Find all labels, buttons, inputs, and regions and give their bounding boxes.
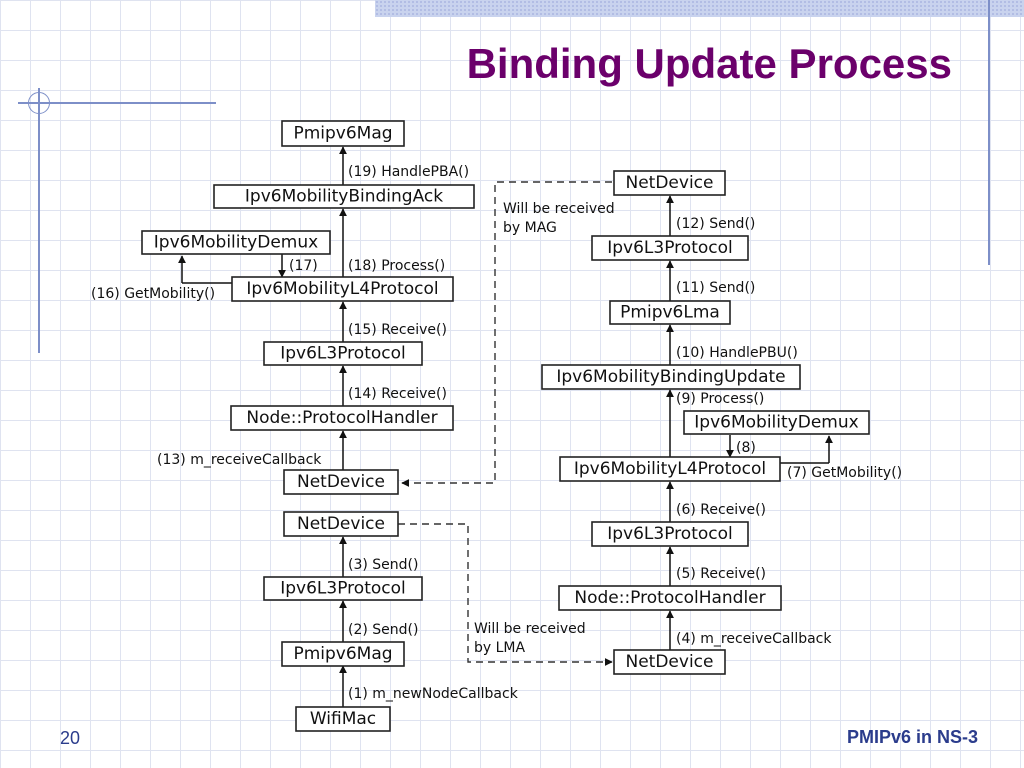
label-step-12: (12) Send() bbox=[676, 216, 755, 232]
decor-line-left-vertical bbox=[38, 88, 40, 353]
svg-text:NetDevice: NetDevice bbox=[626, 173, 714, 193]
box-mag-l3-bottom: Ipv6L3Protocol bbox=[263, 576, 423, 601]
decor-line-right-vertical bbox=[988, 0, 990, 265]
box-mag-pmipv6mag-top: Pmipv6Mag bbox=[281, 120, 405, 147]
label-step-6: (6) Receive() bbox=[676, 502, 766, 518]
svg-text:Node::ProtocolHandler: Node::ProtocolHandler bbox=[246, 408, 437, 428]
label-step-13: (13) m_receiveCallback bbox=[157, 452, 322, 468]
label-step-1: (1) m_newNodeCallback bbox=[348, 686, 519, 702]
svg-text:Pmipv6Mag: Pmipv6Mag bbox=[293, 644, 392, 664]
box-mag-l3-top: Ipv6L3Protocol bbox=[263, 341, 423, 366]
label-step-16: (16) GetMobility() bbox=[91, 286, 215, 302]
svg-text:Ipv6MobilityDemux: Ipv6MobilityDemux bbox=[694, 413, 858, 433]
decor-circle bbox=[28, 92, 50, 114]
box-mag-wifimac: WifiMac bbox=[295, 706, 391, 732]
lma-connectors bbox=[666, 195, 833, 650]
box-lma-binding-update: Ipv6MobilityBindingUpdate bbox=[541, 364, 801, 390]
label-step-3: (3) Send() bbox=[348, 557, 418, 573]
svg-text:Ipv6L3Protocol: Ipv6L3Protocol bbox=[280, 579, 405, 599]
box-lma-netdevice-recv: NetDevice bbox=[613, 649, 726, 675]
slide-title: Binding Update Process bbox=[466, 40, 952, 87]
note-mag-line-2: by MAG bbox=[503, 220, 557, 236]
svg-text:Node::ProtocolHandler: Node::ProtocolHandler bbox=[574, 588, 765, 608]
label-step-2: (2) Send() bbox=[348, 622, 418, 638]
footer-text: PMIPv6 in NS-3 bbox=[846, 727, 978, 747]
box-mag-l4-protocol: Ipv6MobilityL4Protocol bbox=[231, 276, 454, 302]
box-mag-binding-ack: Ipv6MobilityBindingAck bbox=[213, 184, 475, 209]
note-lma-line-2: by LMA bbox=[474, 640, 526, 656]
svg-text:Ipv6MobilityDemux: Ipv6MobilityDemux bbox=[154, 233, 318, 253]
box-mag-protocol-handler: Node::ProtocolHandler bbox=[230, 405, 454, 431]
dashed-links bbox=[398, 181, 613, 666]
box-lma-protocol-handler: Node::ProtocolHandler bbox=[558, 585, 782, 611]
label-step-19: (19) HandlePBA() bbox=[348, 164, 469, 180]
svg-text:WifiMac: WifiMac bbox=[310, 709, 376, 729]
svg-text:Ipv6L3Protocol: Ipv6L3Protocol bbox=[280, 344, 405, 364]
label-step-7: (7) GetMobility() bbox=[787, 465, 902, 481]
box-lma-l4-protocol: Ipv6MobilityL4Protocol bbox=[559, 456, 781, 482]
label-step-15: (15) Receive() bbox=[348, 322, 447, 338]
box-lma-netdevice-send: NetDevice bbox=[613, 170, 726, 196]
svg-text:NetDevice: NetDevice bbox=[626, 652, 714, 672]
label-step-18: (18) Process() bbox=[348, 258, 445, 274]
box-lma-pmipv6lma: Pmipv6Lma bbox=[609, 300, 731, 325]
box-mag-demux: Ipv6MobilityDemux bbox=[141, 230, 331, 255]
note-mag-line-1: Will be received bbox=[503, 201, 615, 217]
box-lma-l3-top: Ipv6L3Protocol bbox=[591, 235, 749, 261]
label-step-11: (11) Send() bbox=[676, 280, 755, 296]
label-step-14: (14) Receive() bbox=[348, 386, 447, 402]
svg-text:NetDevice: NetDevice bbox=[297, 514, 385, 534]
box-mag-netdevice-send: NetDevice bbox=[283, 511, 399, 537]
svg-text:Pmipv6Lma: Pmipv6Lma bbox=[620, 303, 720, 323]
box-lma-l3-bottom: Ipv6L3Protocol bbox=[591, 521, 749, 547]
decor-line-left-horizontal bbox=[18, 102, 216, 104]
svg-text:Ipv6L3Protocol: Ipv6L3Protocol bbox=[607, 524, 732, 544]
svg-text:Ipv6L3Protocol: Ipv6L3Protocol bbox=[607, 238, 732, 258]
svg-text:NetDevice: NetDevice bbox=[297, 472, 385, 492]
svg-text:Pmipv6Mag: Pmipv6Mag bbox=[293, 124, 392, 144]
svg-text:Ipv6MobilityL4Protocol: Ipv6MobilityL4Protocol bbox=[246, 279, 438, 299]
label-step-10: (10) HandlePBU() bbox=[676, 345, 798, 361]
label-step-5: (5) Receive() bbox=[676, 566, 766, 582]
box-lma-demux: Ipv6MobilityDemux bbox=[683, 410, 870, 435]
box-mag-pmipv6mag-bottom: Pmipv6Mag bbox=[281, 641, 405, 667]
box-mag-netdevice-recv: NetDevice bbox=[283, 469, 399, 495]
note-lma-line-1: Will be received bbox=[474, 621, 586, 637]
label-step-4: (4) m_receiveCallback bbox=[676, 631, 832, 647]
page-number: 20 bbox=[60, 728, 81, 748]
svg-text:Ipv6MobilityL4Protocol: Ipv6MobilityL4Protocol bbox=[574, 459, 766, 479]
label-step-17: (17) bbox=[289, 258, 318, 274]
svg-text:Ipv6MobilityBindingUpdate: Ipv6MobilityBindingUpdate bbox=[556, 367, 785, 387]
label-step-8: (8) bbox=[736, 440, 756, 456]
svg-text:Ipv6MobilityBindingAck: Ipv6MobilityBindingAck bbox=[245, 187, 443, 207]
label-step-9: (9) Process() bbox=[676, 391, 764, 407]
top-decor-band bbox=[375, 0, 1024, 17]
